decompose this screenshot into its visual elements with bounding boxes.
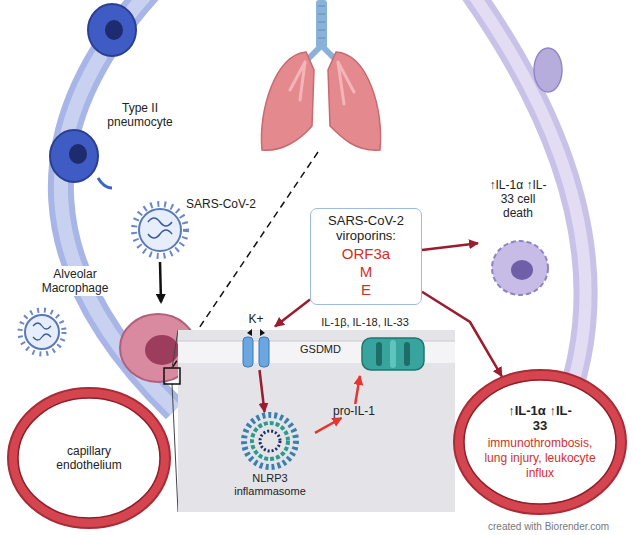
node-text: E [317, 281, 415, 299]
virus-label: SARS-CoV-2 [186, 197, 256, 211]
node-text: K+ [237, 312, 275, 326]
type-ii-pneumocyte-cell [88, 4, 136, 56]
nucleus [69, 144, 87, 164]
arrow-connector [315, 418, 342, 433]
k-channel [243, 329, 269, 367]
virus [134, 204, 186, 256]
dying-cell [492, 241, 548, 295]
watermark: created with Biorender.com [488, 521, 609, 532]
node-text: SARS-CoV-2 viroporins: [317, 213, 415, 243]
node-text: ↑IL-1α ↑IL-33 cell death [487, 178, 549, 220]
arrow-connector [260, 370, 265, 412]
node-text: capillary endothelium [48, 444, 130, 472]
nucleus [105, 20, 123, 40]
lungs [261, 0, 380, 150]
nucleus [511, 260, 533, 280]
gsdmd-pore [362, 338, 424, 370]
ace2-receptor [98, 178, 112, 188]
entry-arrow [160, 262, 161, 302]
node-text: IL-1β, IL-18, IL-33 [300, 316, 430, 329]
node-text: Type II pneumocyte [100, 100, 180, 130]
vessel-wall [8, 388, 170, 528]
vessel-lumen [18, 398, 160, 518]
node-text: immunothrombosis, lung injury, leukocyte… [476, 436, 604, 481]
arrow-connector [422, 292, 502, 377]
cell-label: Type II pneumocyte [100, 100, 180, 130]
capillary-node: capillary endothelium [6, 386, 172, 530]
virus [20, 310, 64, 354]
vessel-wall [454, 370, 626, 514]
node-text: pro-IL-1 [326, 404, 382, 418]
arrow-connector [275, 300, 310, 327]
type-ii-pneumocyte-cell [50, 130, 98, 182]
cell-label: Alveolar Macrophage [30, 266, 120, 296]
node-text: ↑IL-1α ↑IL-33 [505, 403, 575, 433]
alveolar-wall-inner [470, 0, 586, 420]
node-text: GSDMD [300, 343, 352, 356]
zoom-line [172, 330, 178, 368]
gsdmd-node: IL-1β, IL-18, IL-33GSDMD [300, 316, 430, 376]
nucleus [145, 335, 179, 365]
arrow-connector [355, 376, 360, 404]
pro-il1-node: pro-IL-1 [326, 404, 382, 418]
capillary-node: ↑IL-1α ↑IL-33immunothrombosis, lung inju… [452, 368, 628, 516]
viroporin-box: SARS-CoV-2 viroporins: ORF3aME [310, 208, 422, 305]
inflammasome-node: NLRP3 inflammasome [225, 412, 315, 504]
alveolar-wall [470, 0, 586, 420]
zoom-line [172, 384, 178, 512]
node-text: M [317, 263, 415, 281]
vessel-lumen [464, 380, 616, 504]
node-text: ORF3a [317, 245, 415, 263]
k-channel-node: K+ [237, 312, 275, 370]
node-text: Alveolar Macrophage [30, 266, 120, 296]
arrow-connector [422, 243, 478, 250]
node-text: NLRP3 inflammasome [225, 472, 315, 498]
zoom-square [164, 368, 180, 384]
dying-cell-node: ↑IL-1α ↑IL-33 cell death [478, 176, 558, 301]
epithelial-cell [534, 48, 562, 92]
nlrp3-inflammasome [244, 415, 296, 467]
inset-panel [178, 330, 455, 512]
